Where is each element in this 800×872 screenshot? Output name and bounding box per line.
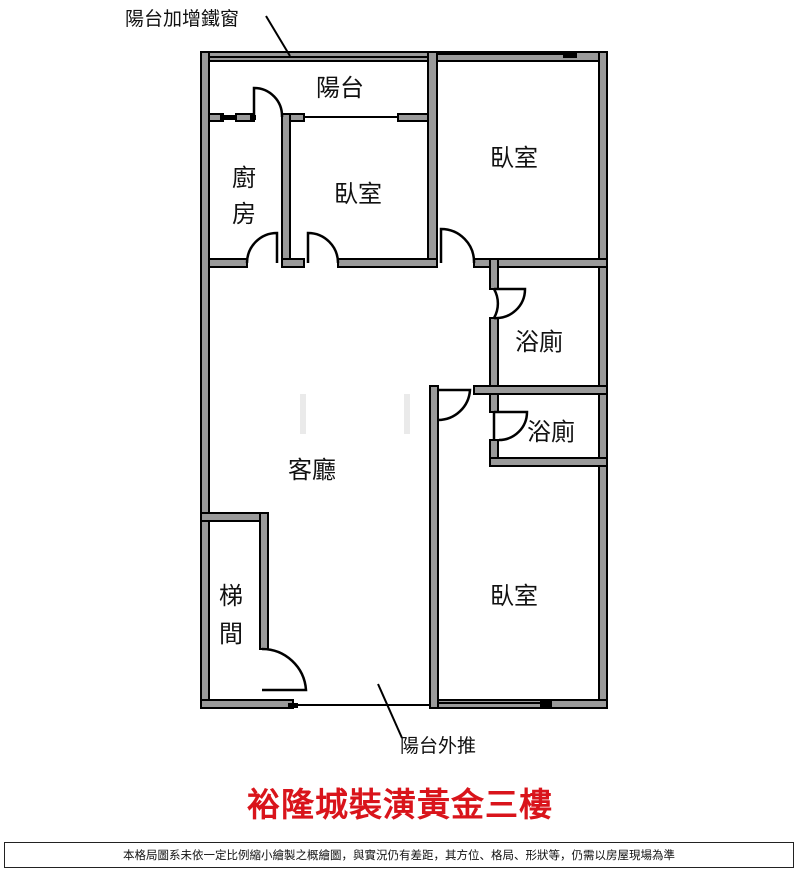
door-bath2	[492, 410, 529, 442]
wall-kitchen-divider	[281, 113, 291, 267]
annotation-balcony-window: 陽台加增鐵窗	[125, 8, 239, 30]
wall-vertical-center-top	[427, 51, 438, 267]
wall-bath2-left-a	[489, 393, 499, 413]
watermark-logo	[300, 394, 410, 434]
plan-title: 裕隆城裝潢黃金三樓	[247, 785, 553, 824]
wall-outer-right	[598, 51, 608, 709]
door-kitchen	[245, 231, 279, 264]
wall-outer-bottom-left	[200, 699, 294, 709]
walls	[200, 51, 608, 709]
wall-stair-right	[259, 512, 269, 650]
disclaimer: 本格局圖系未依一定比例縮小繪製之概繪圖，與實況仍有差距，其方位、格局、形狀等，仍…	[4, 842, 794, 868]
wall-outer-left	[200, 51, 210, 709]
wall-stair-top	[200, 512, 269, 522]
label-balcony: 陽台	[316, 74, 364, 102]
wall-vertical-center-low	[429, 385, 439, 709]
door-lower-bedroom	[437, 388, 472, 422]
wall-bath1-left-a	[489, 258, 499, 290]
label-bath-1: 浴廁	[515, 328, 563, 356]
door-bath1	[492, 287, 527, 320]
label-bedroom-bottom-right: 臥室	[490, 582, 538, 610]
label-stair-2: 間	[219, 620, 243, 648]
wall-bath1-left-b	[489, 317, 499, 391]
door-top-right-bedroom	[439, 227, 476, 264]
label-bedroom-small: 臥室	[334, 180, 382, 208]
leader-balcony-window	[265, 15, 291, 57]
wall-balcony-bottom-d	[397, 113, 433, 122]
wall-mid-left-a	[208, 258, 248, 268]
doors	[245, 86, 529, 692]
label-kitchen-2: 房	[232, 200, 256, 228]
door-small-bedroom	[306, 231, 340, 264]
wall-bath2-bottom	[489, 457, 608, 467]
label-bath-2: 浴廁	[527, 418, 575, 446]
wall-mid-left-c	[337, 258, 438, 268]
label-bedroom-top-right: 臥室	[490, 144, 538, 172]
door-stair	[261, 647, 308, 692]
door-balcony	[252, 86, 284, 118]
windows	[209, 53, 570, 706]
wall-mid-left-b	[281, 258, 305, 268]
wall-bath1-bottom	[473, 385, 608, 395]
label-kitchen-1: 廚	[232, 164, 256, 192]
label-stair-1: 梯	[219, 582, 243, 610]
annotation-balcony-push: 陽台外推	[400, 735, 476, 757]
label-living: 客廳	[288, 456, 336, 484]
leader-balcony-push	[377, 683, 403, 739]
